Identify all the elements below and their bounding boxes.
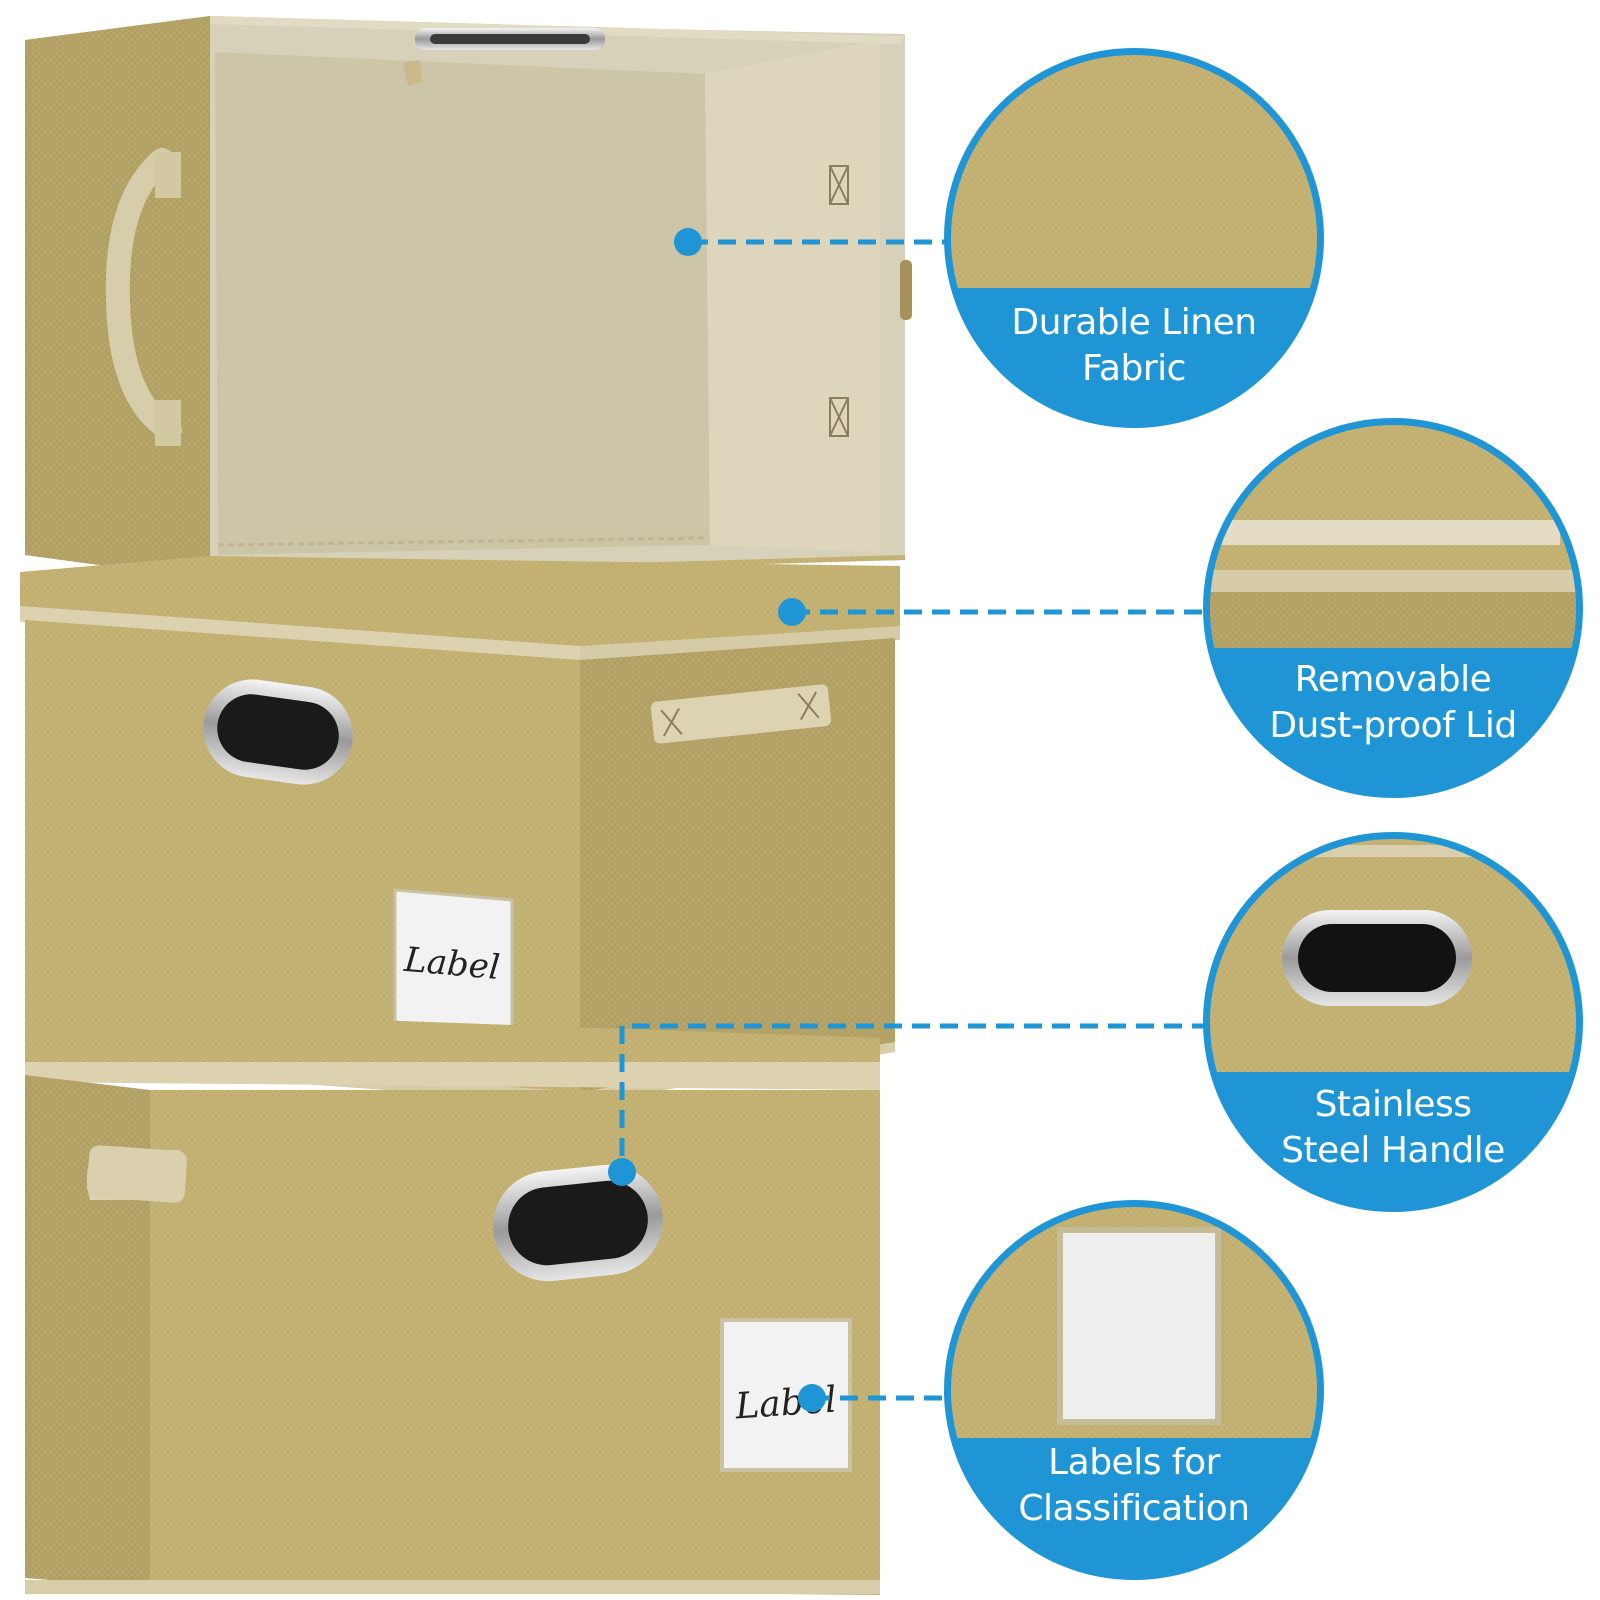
feature-circle-linen: [944, 48, 1324, 428]
middle-box-label-text: Label: [402, 940, 502, 988]
open-storage-box: [25, 16, 912, 580]
feature-linen-line2: Fabric: [1082, 348, 1186, 389]
feature-linen-caption: Durable Linen Fabric: [964, 300, 1304, 392]
feature-label-line2: Classification: [1018, 1488, 1250, 1529]
feature-linen-line1: Durable Linen: [1011, 302, 1257, 343]
feature-label-caption: Labels for Classification: [964, 1440, 1304, 1532]
feature-lid-caption: Removable Dust-proof Lid: [1223, 657, 1563, 749]
feature-circle-lid: [1203, 418, 1583, 798]
feature-label-line1: Labels for: [1048, 1442, 1220, 1483]
callout-dots: [608, 228, 826, 1412]
feature-handle-line1: Stainless: [1314, 1084, 1472, 1125]
feature-lid-line1: Removable: [1294, 659, 1492, 700]
linen-texture-closeup-icon: [951, 55, 1317, 290]
feature-handle-line2: Steel Handle: [1281, 1130, 1505, 1171]
dot-linen: [674, 228, 702, 256]
dot-label: [798, 1384, 826, 1412]
callout-connectors: [619, 239, 1210, 1401]
connector-handle: [619, 1023, 1210, 1168]
feature-circle-label: [944, 1200, 1324, 1580]
feature-lid-line2: Dust-proof Lid: [1269, 705, 1517, 746]
dot-lid: [778, 598, 806, 626]
dot-handle: [608, 1158, 636, 1186]
middle-storage-box: Label: [20, 556, 900, 1104]
bottom-storage-box: Label: [25, 1008, 880, 1595]
feature-handle-caption: Stainless Steel Handle: [1223, 1082, 1563, 1174]
